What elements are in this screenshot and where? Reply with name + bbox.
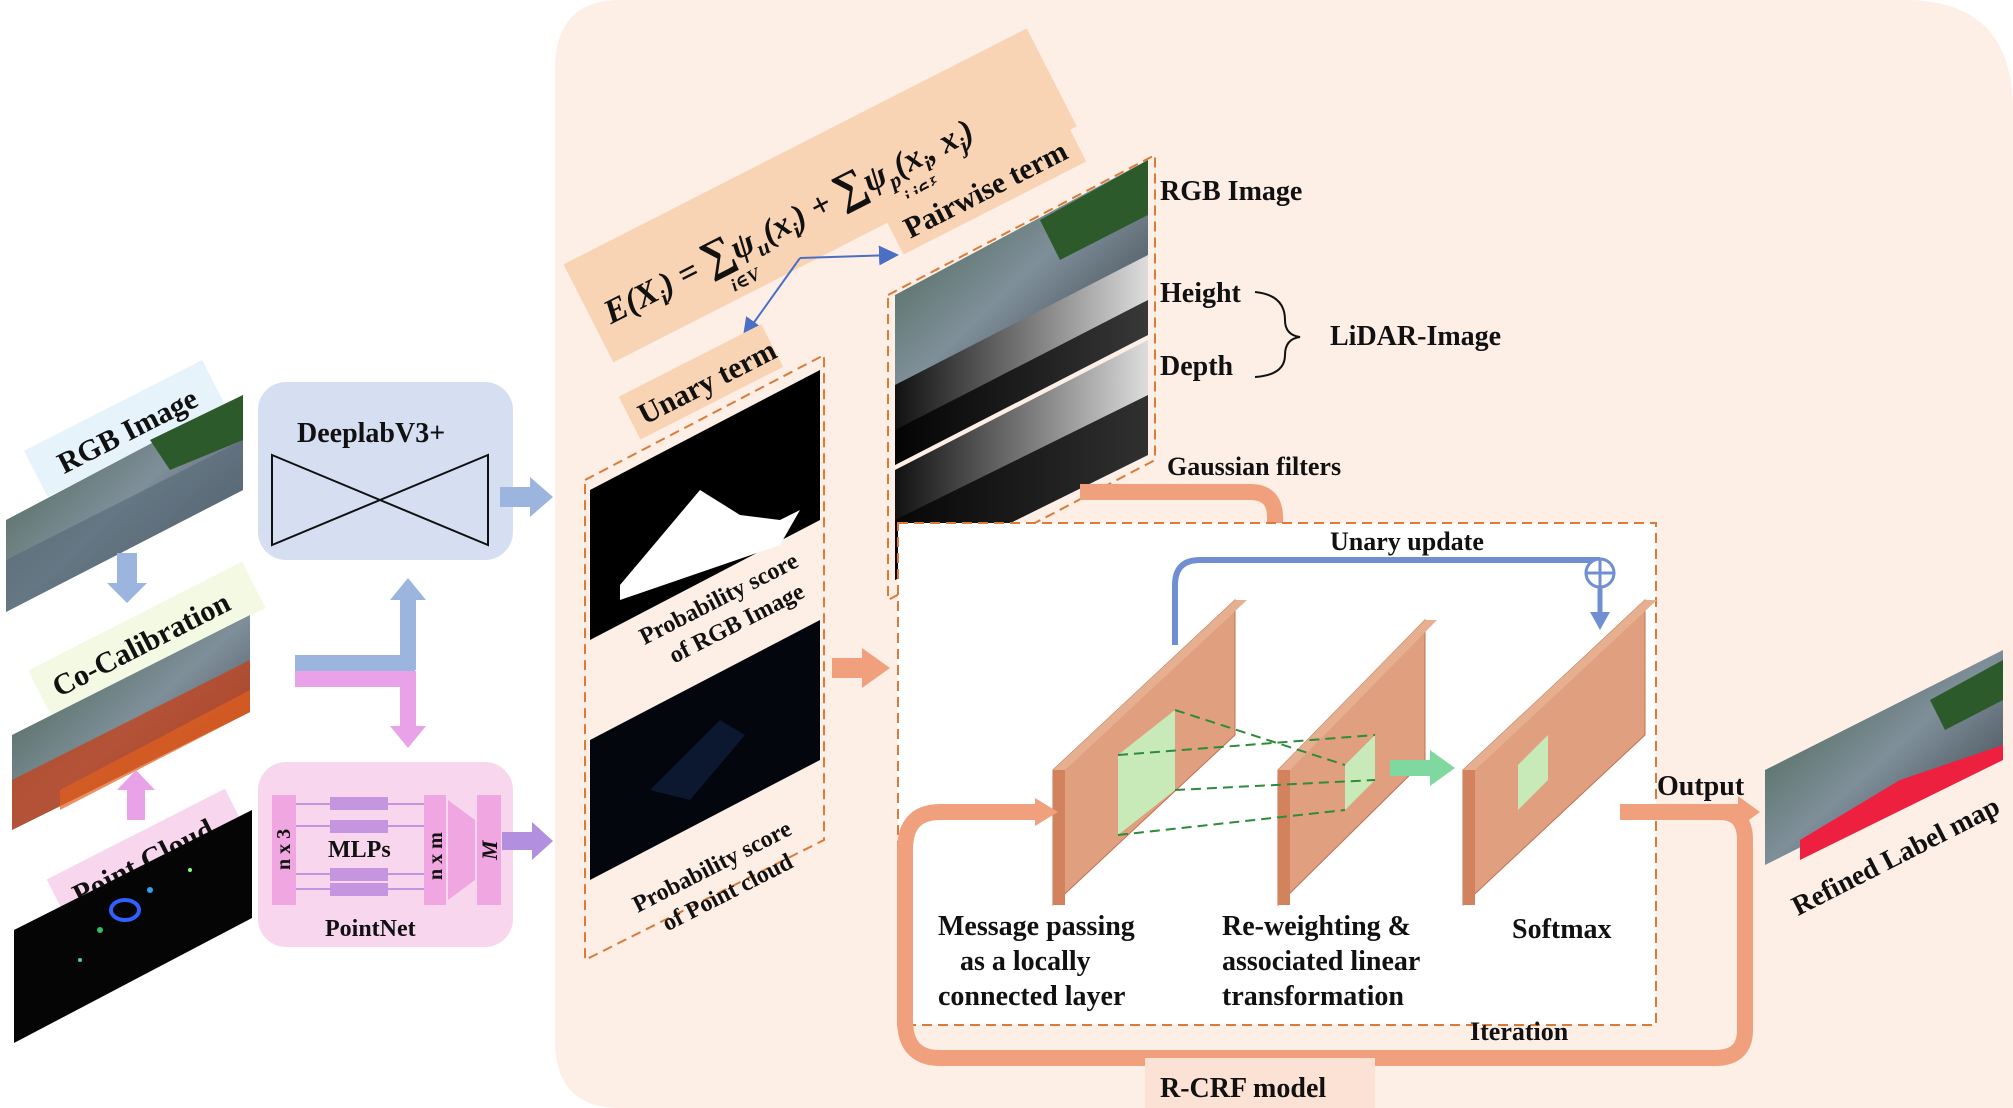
reweight-line3: transformation — [1222, 981, 1404, 1012]
energy-equation: E(Xi) = ∑ψu(xi) + ∑ψp(xi, xj) i∈V i,j∈ξ — [563, 28, 1077, 363]
arrow-output — [1620, 804, 1740, 820]
reweight-line2: associated linear — [1222, 946, 1420, 977]
iteration-loop — [897, 804, 1753, 1066]
arrow-gaussian — [1080, 484, 1283, 665]
depth-label: Depth — [1160, 351, 1234, 382]
layer-message-passing — [1052, 598, 1247, 907]
prob-rgb-image — [590, 370, 820, 640]
refined-label-map-image — [1765, 650, 2003, 865]
unary-update-label: Unary update — [1330, 527, 1484, 556]
pointnet-box: n x 3 MLPs n x m M PointNet — [258, 762, 513, 947]
unary-update-path — [1172, 557, 1600, 645]
layer-reweighting — [1277, 618, 1437, 907]
mlps-label: MLPs — [328, 837, 391, 863]
layer-softmax — [1462, 598, 1657, 907]
output-label: Output — [1657, 771, 1745, 802]
deeplab-box: DeeplabV3+ — [258, 382, 513, 560]
pairwise-container — [887, 153, 1156, 602]
arrow-pointcloud-to-calibration — [117, 770, 155, 820]
arrow-eq-to-unary — [742, 257, 801, 339]
n-x-3-label: n x 3 — [273, 829, 295, 870]
pointnet-label: PointNet — [325, 916, 416, 942]
arrow-pointnet-to-crf — [502, 822, 553, 860]
m-label: M — [477, 839, 502, 861]
prob-pointcloud-image — [590, 620, 820, 880]
arrow-deeplab-to-crf — [500, 477, 553, 517]
arrow-green — [1390, 750, 1455, 786]
projection-lines — [1117, 709, 1376, 836]
message-line3: connected layer — [938, 981, 1125, 1012]
reweight-line1: Re-weighting & — [1222, 911, 1411, 942]
height-label: Height — [1160, 278, 1242, 309]
rcrf-model-label: R-CRF model — [1160, 1073, 1326, 1104]
pairwise-rgb-label: RGB Image — [1160, 176, 1302, 207]
point-cloud-image — [14, 810, 252, 1043]
n-x-m-label: n x m — [425, 832, 447, 880]
lidar-brace — [1254, 291, 1301, 378]
deeplab-label: DeeplabV3+ — [297, 418, 445, 449]
rcrf-label-box — [1145, 1058, 1375, 1108]
iteration-label: Iteration — [1470, 1017, 1569, 1046]
fork-arrows — [295, 578, 426, 748]
unary-container — [584, 353, 825, 962]
pairwise-height-image — [895, 255, 1148, 465]
message-line2: as a locally — [960, 946, 1091, 977]
rgb-image-input — [6, 395, 243, 612]
arrow-eq-to-pairwise — [799, 245, 899, 266]
gaussian-filters-label: Gaussian filters — [1167, 452, 1341, 481]
arrow-unary-to-layers — [832, 648, 890, 688]
message-line1: Message passing — [938, 911, 1135, 942]
arrow-rgb-to-calibration — [107, 553, 147, 603]
pairwise-rgb-image — [895, 160, 1148, 395]
softmax-label: Softmax — [1512, 914, 1612, 945]
lidar-image-label: LiDAR-Image — [1330, 321, 1501, 352]
co-calibration-image — [12, 615, 250, 830]
